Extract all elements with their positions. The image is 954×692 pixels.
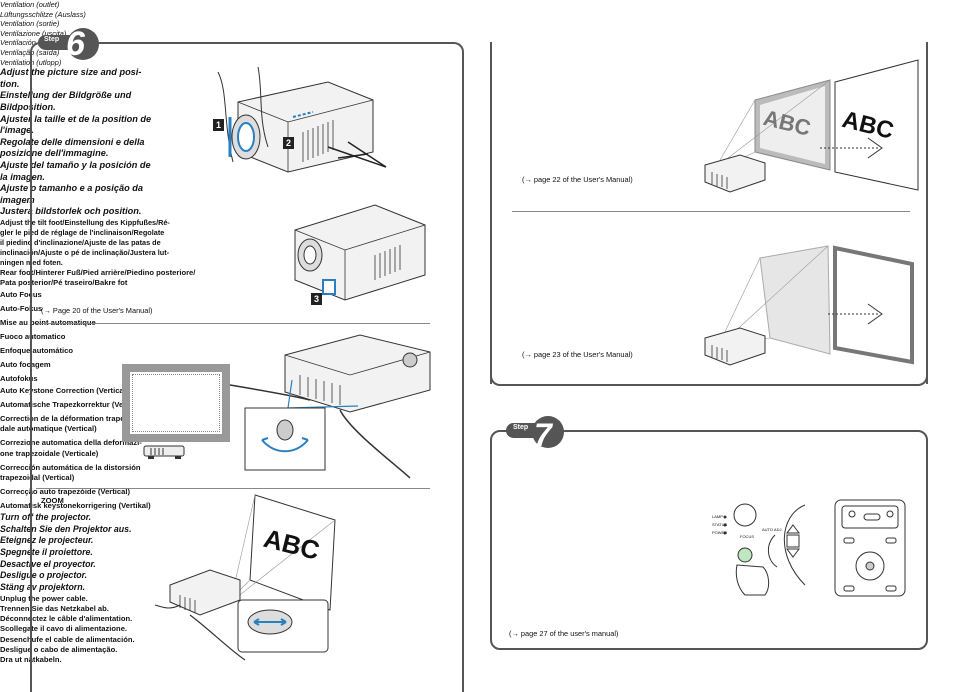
zoom-illustration: [154, 494, 336, 661]
lamp-label: LAMP: [712, 514, 723, 519]
control-panel-illustration: [723, 503, 806, 596]
remote-control-illustration: [834, 499, 906, 597]
step6-frame: [30, 42, 464, 692]
divider: [512, 211, 910, 212]
unplug-line: Déconnectez le câble d'alimentation.: [0, 614, 133, 624]
step6-badge: [38, 28, 99, 60]
step7-badge: [506, 416, 564, 448]
divider: [36, 323, 430, 324]
unplug-line: Desligue o cabo de alimentação.: [0, 644, 118, 654]
step7-badge-label: Step: [513, 424, 529, 431]
adjust-picture-title: Adjust the picture size and posi- tion. …: [0, 67, 172, 218]
ventilation-label: Ventilación (salida): [0, 38, 63, 48]
title-line: Justera bildstorlek och position.: [0, 206, 142, 217]
tilt-line: inclinación/Ajuste o pé de inclinação/Ju…: [0, 247, 170, 257]
title-line: tion.: [0, 78, 20, 89]
auto-focus-text: Auto Focus Auto-Fokus Mise au point auto…: [0, 288, 954, 386]
ventilation-label: Lüftungsschlitze (Auslass): [0, 9, 86, 19]
zoom-label: ZOOM: [41, 496, 64, 505]
page-ref-20: (→ Page 20 of the User's Manual): [41, 306, 153, 315]
rear-foot-line: Pata posterior/Pé traseiro/Bakre fot: [0, 277, 128, 287]
title-line: la imagen.: [0, 171, 45, 182]
auto-focus-line: Mise au point automatique: [0, 317, 96, 327]
title-line: Ajuster la taille et de la position de: [0, 113, 152, 124]
keystone-line: Correction de la déformation trapézoï-: [0, 413, 138, 423]
auto-focus-line: Auto-Fokus: [0, 303, 43, 313]
step6-badge-label: Step: [44, 36, 60, 43]
focus-label: FOCUS: [740, 534, 754, 539]
ventilation-label: Ventilation (outlet): [0, 0, 60, 9]
ventilation-label: Ventilação (saída): [0, 47, 60, 57]
unplug-line: Unplug the power cable.: [0, 593, 88, 603]
auto-focus-line: Fuoco automatico: [0, 331, 66, 341]
step7-frame: [490, 430, 928, 650]
projected-screen: [122, 364, 230, 442]
keystone-text: Auto Keystone Correction (Vertical) Auto…: [0, 386, 954, 512]
page-ref-27: (→ page 27 of the user's manual): [509, 629, 619, 638]
title-line: l'image.: [0, 125, 34, 136]
keystone-line: Automatisk keystonekorrigering (Vertikal…: [0, 501, 151, 511]
keystone-line: dale automatique (Vertical): [0, 424, 97, 434]
tilt-line: il piedino d'inclinazione/Ajuste de las …: [0, 237, 161, 247]
unplug-line: Scollegate il cavo di alimentazione.: [0, 624, 128, 634]
title-line: posizione dell'immagine.: [0, 148, 109, 159]
keystone-line: Auto Keystone Correction (Vertical): [0, 385, 129, 395]
small-projector-icon: [143, 445, 185, 459]
tilt-line: gler le pied de réglage de l'inclinaison…: [0, 227, 165, 237]
callout-1: 1: [213, 119, 224, 131]
status-label: STATUS: [712, 522, 728, 527]
title-line: imagem: [0, 194, 35, 205]
ventilation-label: Ventilazione (uscita): [0, 28, 67, 38]
title-line: Bildposition.: [0, 101, 56, 112]
keystone-line: Correcção auto trapezóide (Vertical): [0, 487, 130, 497]
turn-off-line: Desactive el proyector.: [0, 558, 96, 569]
unplug-line: Trennen Sie das Netzkabel ab.: [0, 604, 109, 613]
auto-focus-line: Enfoque automático: [0, 345, 73, 355]
divider: [36, 488, 430, 489]
right-top-frame-left: [490, 42, 492, 384]
turn-off-line: Desligue o projector.: [0, 570, 88, 581]
rear-foot-illustration: [229, 334, 431, 479]
keystone-line: one trapezoidale (Verticale): [0, 448, 99, 458]
turn-off-line: Turn off the projector.: [0, 511, 92, 522]
keystone-line: trapezoidal (Vertical): [0, 473, 75, 483]
auto-adj-label: AUTO ADJ.: [762, 527, 783, 532]
auto-focus-illustration: [704, 59, 919, 193]
unplug-line: Desenchufe el cable de alimentación.: [0, 634, 135, 644]
title-line: Einstellung der Bildgröße und: [0, 90, 132, 101]
right-top-frame-right: [926, 42, 928, 384]
auto-focus-line: Auto Focus: [0, 289, 42, 299]
rear-foot-line: Rear foot/Hinterer Fuß/Pied arrière/Pied…: [0, 267, 196, 277]
step7-badge-number: 7: [534, 417, 552, 453]
rear-foot-text: Rear foot/Hinterer Fuß/Pied arrière/Pied…: [0, 268, 954, 288]
keystone-line: Corrección automática de la distorsión: [0, 462, 141, 472]
title-line: Regolate delle dimensioni e della: [0, 136, 145, 147]
turn-off-text: Turn off the projector. Schalten Sie den…: [0, 512, 954, 594]
callout-3: 3: [311, 293, 322, 305]
keystone-line: Correzione automatica della deformazi-: [0, 438, 142, 448]
step6-badge-number: 6: [66, 25, 85, 63]
turn-off-line: Eteignez le projecteur.: [0, 535, 94, 546]
projector-hands-illustration: [217, 66, 387, 173]
power-label: POWER: [712, 530, 728, 535]
tilt-line: Adjust the tilt foot/Einstellung des Kip…: [0, 217, 170, 227]
title-line: Ajuste del tamaño y la posición de: [0, 159, 151, 170]
callout-2: 2: [283, 137, 294, 149]
page-ref-22: (→ page 22 of the User's Manual): [522, 175, 633, 184]
turn-off-line: Stäng av projektorn.: [0, 582, 86, 593]
title-line: Ajuste o tamanho e a posição da: [0, 183, 143, 194]
title-line: Adjust the picture size and posi-: [0, 67, 142, 78]
turn-off-line: Spegnete il proiettore.: [0, 546, 93, 557]
turn-off-line: Schalten Sie den Projektor aus.: [0, 523, 132, 534]
auto-focus-line: Auto focagem: [0, 359, 51, 369]
auto-focus-line: Autofokus: [0, 373, 38, 383]
ventilation-label: Ventilation (sortie): [0, 19, 60, 29]
right-top-frame-bottom: [490, 374, 928, 386]
page-ref-23: (→ page 23 of the User's Manual): [522, 350, 633, 359]
projector-tilt-illustration: [294, 204, 426, 301]
keystone-illustration: [704, 245, 914, 366]
keystone-line: Automatische Trapezkorrektur (Vertikal): [0, 399, 144, 409]
